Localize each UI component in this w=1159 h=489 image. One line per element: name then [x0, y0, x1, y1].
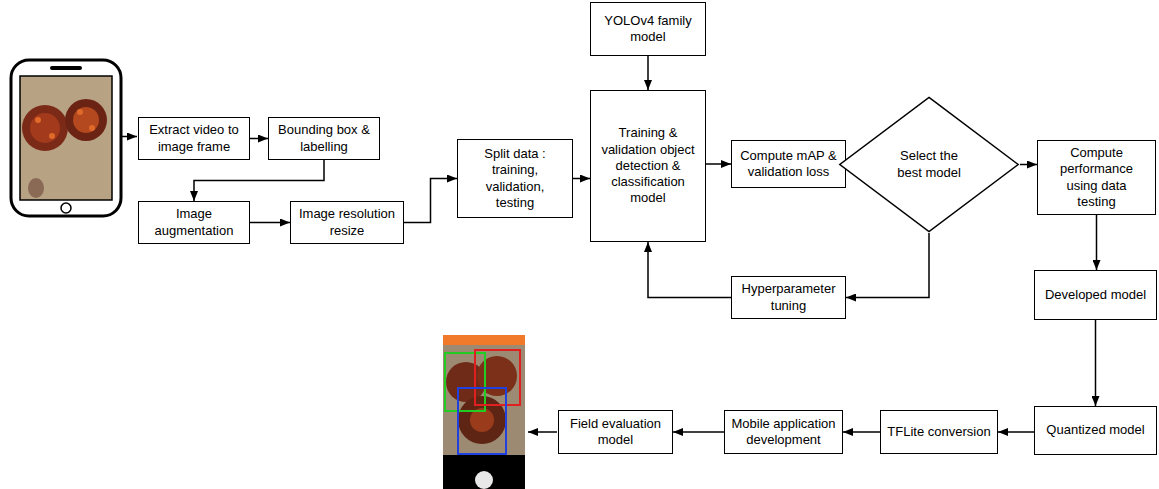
node-label: Field evaluation model [566, 416, 666, 449]
flow-arrow [250, 222, 290, 224]
process-box: Compute mAP & validation loss [731, 140, 846, 188]
model-box: YOLOv4 family model [590, 2, 706, 56]
app-screenshot [443, 335, 557, 489]
model-box: Quantized model [1034, 406, 1157, 455]
process-box: Hyperparameter tuning [731, 276, 846, 319]
flow-arrow [673, 431, 724, 433]
flow-arrow [706, 163, 731, 165]
node-label: Quantized model [1046, 422, 1144, 438]
process-box: TFLite conversion [880, 410, 998, 454]
process-box: Split data : training, validation, testi… [457, 139, 573, 218]
node-label: Hyperparameter tuning [737, 281, 841, 314]
flow-arrow [846, 233, 929, 298]
node-label: Compute performance using data testing [1047, 145, 1147, 210]
node-label: TFLite conversion [887, 424, 990, 440]
decision-diamond: Select the best model [838, 96, 1020, 233]
flow-arrow [1020, 164, 1037, 166]
process-box: Compute performance using data testing [1037, 140, 1156, 215]
process-box: Image resolution resize [290, 201, 404, 244]
process-box: Extract video to image frame [138, 117, 250, 160]
flow-arrow [1096, 215, 1098, 270]
process-box: Bounding box & labelling [268, 117, 380, 160]
node-label: Compute mAP & validation loss [739, 148, 839, 181]
flow-arrow [194, 160, 324, 201]
flow-arrow [250, 138, 268, 140]
flow-arrow [647, 56, 649, 90]
node-label: Split data : training, validation, testi… [465, 146, 565, 211]
node-label: Training & validation object detection &… [600, 125, 696, 206]
flow-arrow [1095, 320, 1097, 406]
flow-arrow [573, 178, 590, 180]
process-box: Training & validation object detection &… [590, 90, 706, 242]
process-box: Image augmentation [138, 201, 250, 244]
flow-arrow [843, 431, 880, 433]
node-label: Select the best model [893, 148, 965, 181]
node-label: YOLOv4 family model [598, 13, 698, 46]
node-label: Bounding box & labelling [274, 122, 374, 155]
node-label: Mobile application development [731, 416, 837, 449]
phone-illustration [11, 60, 137, 216]
model-box: Developed model [1034, 270, 1157, 320]
flow-arrow [998, 431, 1034, 433]
diamond-shape [840, 97, 1018, 231]
process-box: Mobile application development [724, 410, 843, 454]
flow-arrow [404, 179, 457, 223]
node-label: Image augmentation [144, 206, 244, 239]
process-box: Field evaluation model [558, 410, 673, 454]
flow-arrow [648, 242, 731, 298]
node-label: Image resolution resize [297, 206, 397, 239]
node-label: Developed model [1045, 287, 1146, 303]
node-label: Extract video to image frame [144, 122, 244, 155]
